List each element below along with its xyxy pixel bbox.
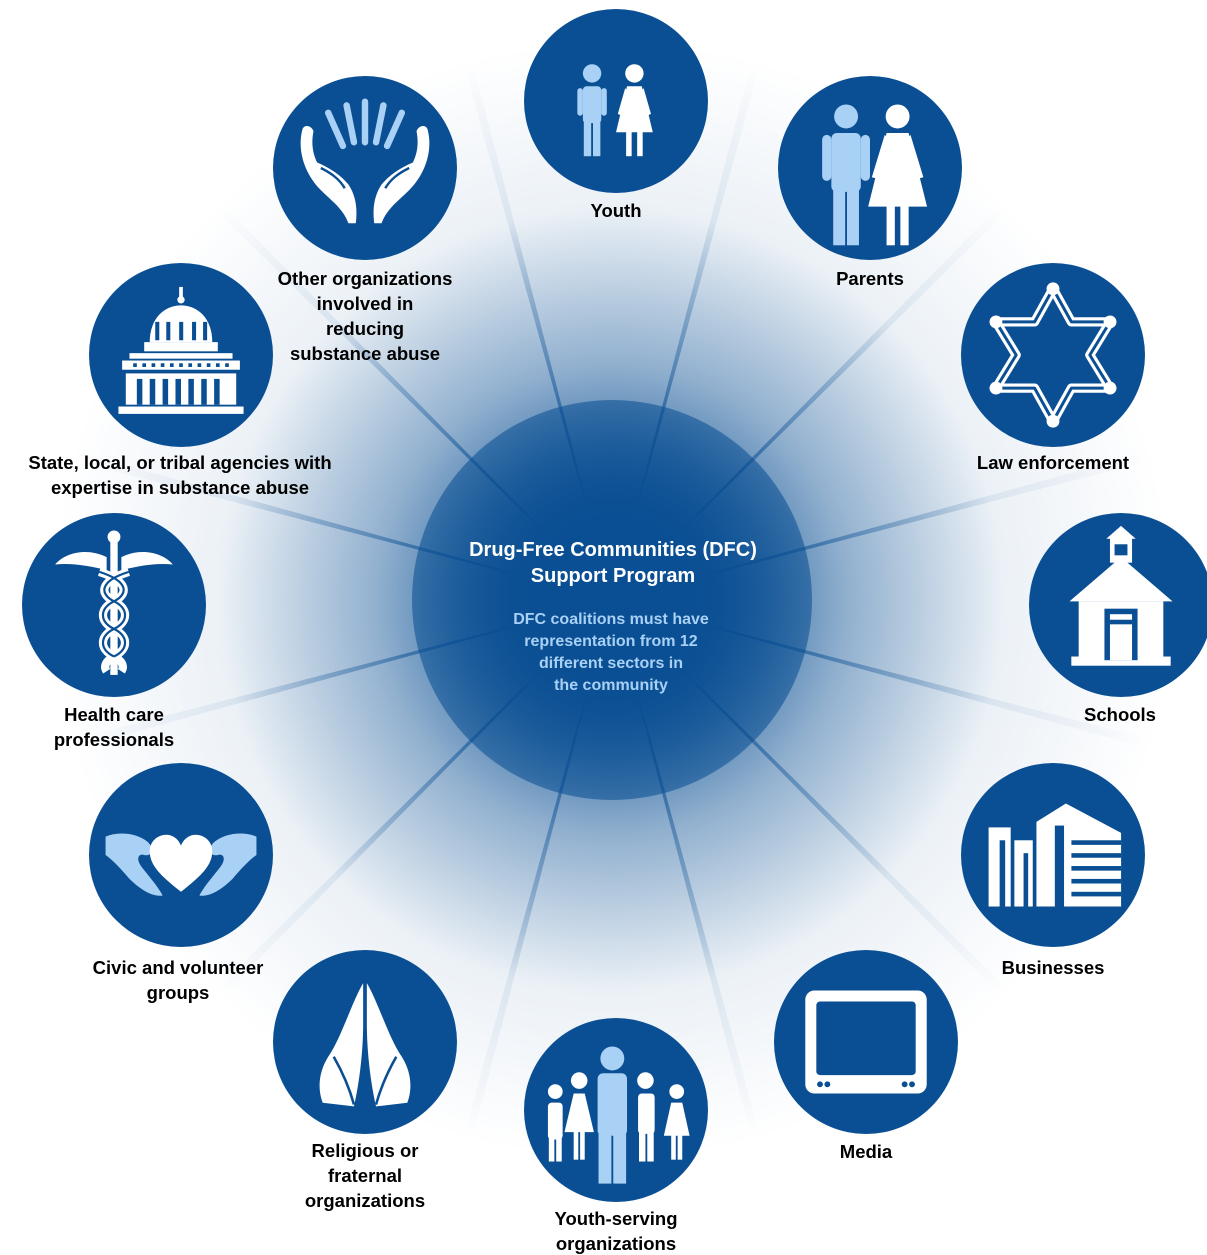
civic-volunteer-label: Civic and volunteer groups [92,957,264,1003]
television-icon [805,990,927,1094]
sheriff-star-icon [989,282,1117,428]
ray [0,100,612,600]
youth-node [524,9,708,193]
ray [612,435,1207,765]
parents-node [778,76,962,260]
ray [612,100,1207,600]
law-enforcement-label: Law enforcement [976,452,1130,473]
parents-icon [822,104,928,246]
youth-label: Youth [590,200,642,221]
center-subtitle: DFC coalitions must have representation … [513,611,709,694]
state-agencies-label: State, local, or tribal agencies with ex… [28,452,332,498]
youth-serving-organizations-node [524,1018,708,1202]
law-enforcement-node [961,263,1145,447]
health-care-node [22,513,206,697]
religious-organizations-label: Religious or fraternal organizations [304,1140,426,1211]
other-organizations-label: Other organizations involved in reducing… [277,268,453,364]
civic-volunteer-node [89,763,273,947]
schools-label: Schools [1084,704,1156,725]
ray [445,0,779,600]
state-agencies-node [89,263,273,447]
office-buildings-icon [988,803,1122,907]
schools-node [1029,513,1207,697]
capitol-building-icon [118,286,244,414]
hands-heart-icon [105,833,257,896]
center-title: Drug-Free Communities (DFC) Support Prog… [469,539,757,587]
parents-label: Parents [836,268,904,289]
religious-organizations-node [273,950,457,1134]
businesses-label: Businesses [1001,957,1105,978]
ray [612,600,1207,1100]
ray [112,0,612,600]
health-care-label: Health care professionals [53,704,175,750]
schoolhouse-icon [1069,525,1173,666]
ray [612,600,1112,1255]
open-hands-icon [300,98,430,224]
youth-icon [577,64,653,157]
caduceus-icon [55,530,173,675]
praying-hands-icon [319,983,411,1109]
ray [112,600,612,1255]
businesses-node [961,763,1145,947]
ray [612,0,1112,600]
youth-serving-organizations-label: Youth-serving organizations [554,1208,678,1254]
media-label: Media [839,1141,893,1162]
media-node [774,950,958,1134]
family-group-icon [547,1046,690,1184]
other-organizations-node [273,76,457,260]
